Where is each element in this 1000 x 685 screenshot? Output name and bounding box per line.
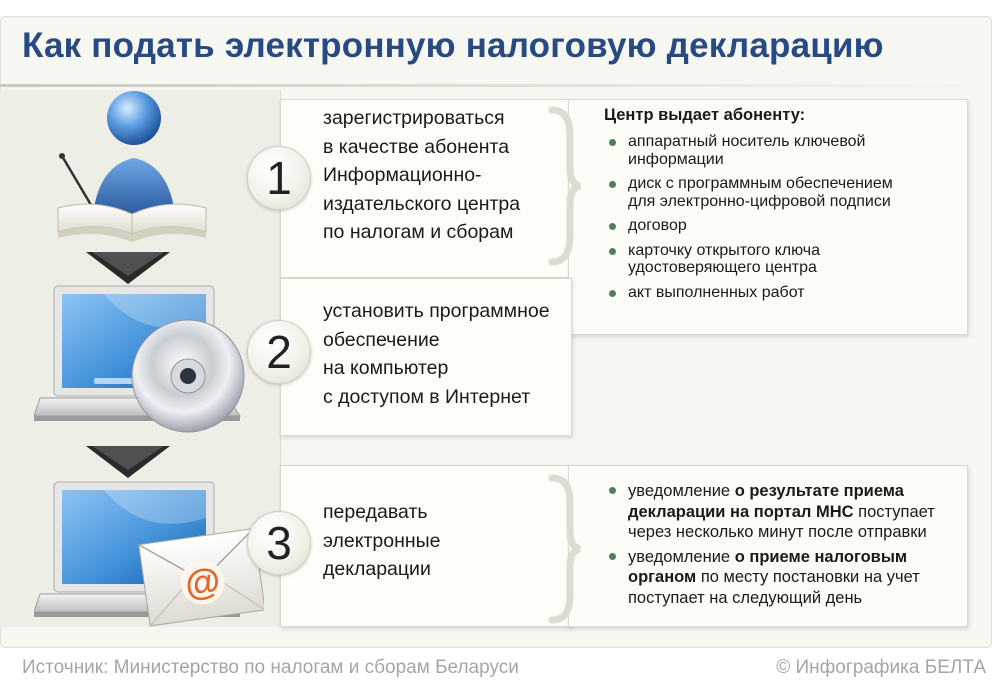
step-2-text: установить программное обеспечение на ко…: [323, 300, 550, 408]
notifications-list: уведомление о результате приема декларац…: [604, 481, 935, 612]
list-item: акт выполненных работ: [604, 284, 893, 302]
brace-icon: [548, 106, 582, 266]
source-note: Источник: Министерство по налогам и сбор…: [22, 657, 519, 678]
laptop-with-email-icon: @: [34, 481, 264, 627]
person-reading-book-icon: [57, 91, 207, 242]
center-issues-panel: [568, 99, 968, 335]
list-item: уведомление о приеме налоговым органом п…: [604, 547, 935, 609]
center-issues-heading: Центр выдает абоненту:: [604, 106, 806, 124]
step-1-text: зарегистрироваться в качестве абонента И…: [323, 107, 521, 243]
down-arrow-icon: [86, 252, 170, 284]
list-item: карточку открытого ключа удостоверяющего…: [604, 242, 893, 277]
list-item: договор: [604, 217, 893, 235]
center-issues-list: аппаратный носитель ключевой информации …: [604, 133, 893, 308]
step-number-2: 2: [247, 320, 311, 384]
step-number-1: 1: [247, 146, 311, 210]
notification-emphasis: о приеме налоговым органом: [628, 547, 908, 587]
step-2-panel: [280, 278, 572, 436]
notification-text: уведомление: [628, 547, 735, 566]
laptop-with-disc-icon: [34, 285, 245, 433]
step-3-panel: [280, 465, 572, 627]
step-1-panel: [280, 99, 572, 278]
notification-text: по месту постановки на учет поступает на…: [628, 568, 920, 607]
list-item: уведомление о результате приема декларац…: [604, 481, 935, 543]
title-divider: [0, 84, 990, 87]
notification-text: поступает через несколько минут после от…: [628, 502, 935, 542]
brace-icon: [548, 474, 581, 624]
step-3-text: передавать электронные декларации: [323, 501, 441, 580]
notification-text: уведомление: [628, 482, 735, 500]
credit-note: © Инфографика БЕЛТА: [776, 657, 986, 678]
list-item: аппаратный носитель ключевой информации: [604, 133, 893, 168]
step-number-3: 3: [247, 511, 311, 575]
list-item: диск с программным обеспечением для элек…: [604, 175, 893, 210]
notification-emphasis: о результате приема декларации на портал…: [628, 482, 904, 521]
down-arrow-icon: [86, 446, 170, 478]
notifications-panel: [568, 465, 968, 627]
page-title: Как подать электронную налоговую деклара…: [22, 26, 884, 65]
svg-text:@: @: [182, 559, 222, 604]
